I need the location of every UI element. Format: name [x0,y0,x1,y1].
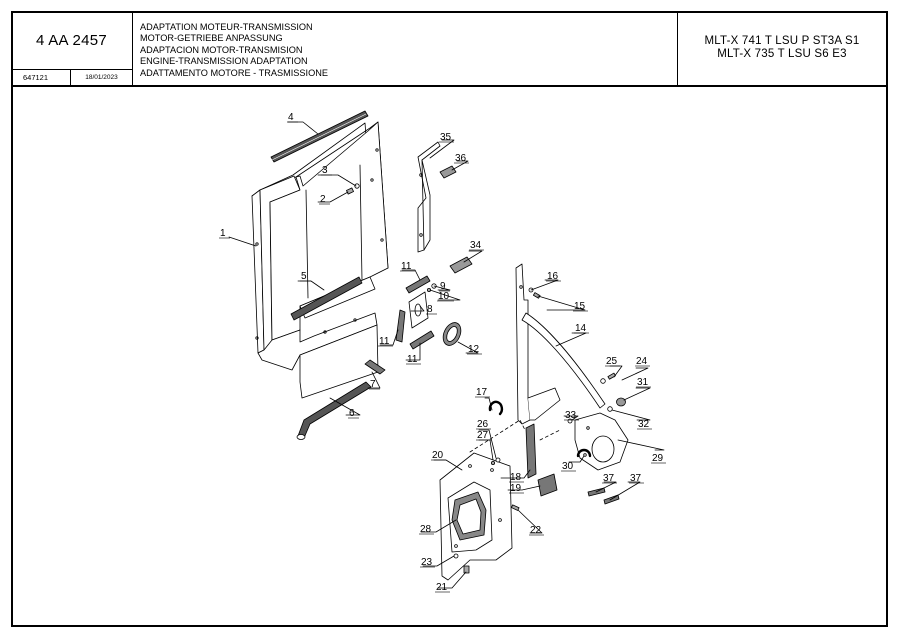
callout-27: 27 [477,430,489,441]
title-es: ADAPTACION MOTOR-TRANSMISION [140,44,303,55]
callout-4: 4 [288,112,294,123]
part-4-top-seal-strip [270,110,369,163]
callout-15: 15 [574,301,586,312]
part-7-small-seal [364,359,386,375]
callout-11-top: 11 [401,261,412,272]
part-6-bent-seal [296,381,372,440]
model-2: MLT-X 735 T LSU S6 E3 [717,48,847,60]
page-border [11,11,888,627]
part-34-block [449,256,473,274]
document-date: 18/01/2023 [71,70,133,85]
callout-21: 21 [436,582,448,593]
callout-36: 36 [455,153,467,164]
callout-24: 24 [636,356,648,367]
callout-28: 28 [420,524,432,535]
part-11-seals [395,275,435,350]
callout-11-left: 11 [379,336,390,347]
part-19-seal [537,473,558,497]
callout-17: 17 [476,387,488,398]
part-23-washer [453,553,459,559]
callout-6: 6 [349,408,355,419]
document-code: 647121 [11,70,71,85]
callout-12: 12 [468,344,480,355]
callout-33: 33 [565,410,577,421]
callout-22: 22 [530,525,542,536]
callout-37-left: 37 [603,473,615,484]
part-29-plate [574,412,629,471]
callout-18: 18 [510,472,522,483]
part-5-seal-strip [290,276,363,321]
callout-20: 20 [432,450,444,461]
part-2-3-bolt-washer [346,183,360,195]
part-15-16-bolt [528,287,541,299]
part-26-27-bolt [490,457,501,465]
callout-25: 25 [606,356,618,367]
title-list: ADAPTATION MOTEUR-TRANSMISSION MOTOR-GET… [133,11,678,85]
part-12-grommet [442,322,462,346]
title-it: ADATTAMENTO MOTORE - TRASMISSIONE [140,67,329,78]
callout-23: 23 [421,557,433,568]
callout-9: 9 [440,281,446,292]
part-18-seal [525,423,537,479]
callout-31: 31 [637,377,649,388]
callout-34: 34 [470,240,482,251]
callout-10: 10 [438,291,450,302]
part-8-plate [408,291,429,329]
model-list: MLT-X 741 T LSU P ST3A S1 MLT-X 735 T LS… [678,11,886,85]
exploded-view-drawing: 1 2 3 4 5 6 7 8 9 10 11 11 11 12 14 15 1… [219,110,666,593]
document-ref: 4 AA 2457 [11,11,133,70]
part-35-vertical-bracket [417,141,441,253]
title-fr: ADAPTATION MOTEUR-TRANSMISSION [140,22,313,32]
part-24-25-screw [600,372,616,384]
callout-16: 16 [547,271,559,282]
callout-32: 32 [638,419,650,430]
part-22-screw [511,504,520,511]
callout-19: 19 [510,483,522,494]
callout-14: 14 [575,323,587,334]
callout-11-bottom: 11 [407,354,418,365]
part-28-gasket [451,491,487,541]
title-en: ENGINE-TRANSMISSION ADAPTATION [140,56,308,67]
callout-2: 2 [320,194,326,205]
callout-underlines [219,121,666,593]
part-36-block [439,165,457,179]
callout-1: 1 [220,228,226,239]
callout-labels: 1 2 3 4 5 6 7 8 9 10 11 11 11 12 14 15 1… [220,112,664,593]
callout-29: 29 [652,453,664,464]
callout-7: 7 [370,379,376,390]
part-17-clip [488,400,504,416]
callout-8: 8 [427,304,433,315]
callout-5: 5 [301,271,307,282]
part-21-bolt [463,565,470,574]
title-block: 4 AA 2457 647121 18/01/2023 ADAPTATION M… [11,11,888,87]
callout-30: 30 [562,461,574,472]
model-1: MLT-X 741 T LSU P ST3A S1 [704,34,860,47]
callout-3: 3 [322,165,328,176]
callout-35: 35 [440,132,452,143]
part-37-pins [587,487,620,505]
part-14-support-bracket [515,263,606,425]
callout-37-right: 37 [630,473,642,484]
part-1-shroud-frame [251,121,389,399]
part-31-32-nut [607,397,626,412]
title-de: MOTOR-GETRIEBE ANPASSUNG [140,33,283,44]
callout-26: 26 [477,419,489,430]
part-30-clip [576,448,592,458]
